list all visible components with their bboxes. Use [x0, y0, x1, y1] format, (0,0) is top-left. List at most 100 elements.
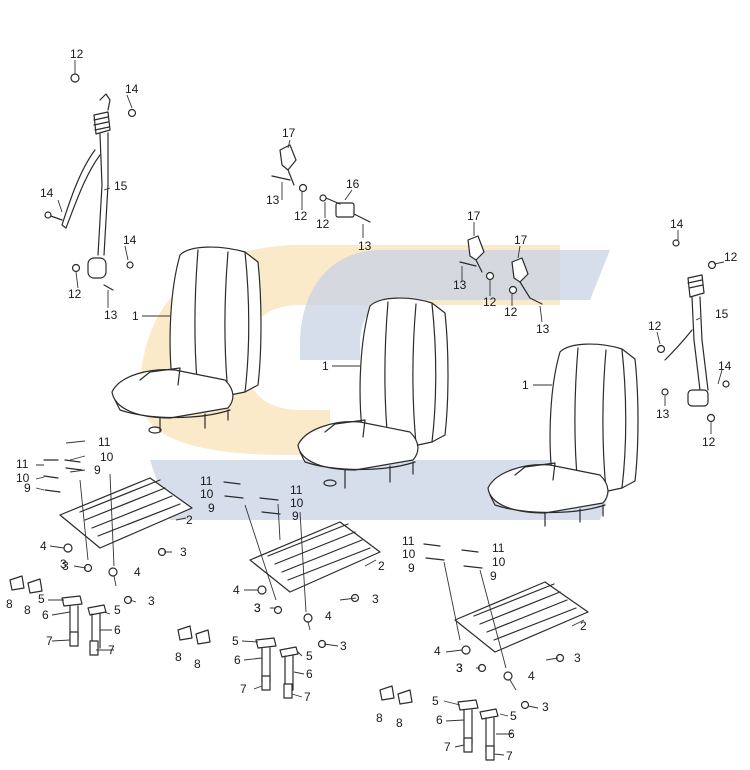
callout-16: 16 — [346, 177, 360, 191]
callout-9: 9 — [490, 569, 497, 583]
callout-4: 4 — [325, 609, 332, 623]
callout-10: 10 — [290, 496, 304, 510]
callout-17: 17 — [514, 233, 528, 247]
callout-5: 5 — [114, 603, 121, 617]
callout-5: 5 — [432, 694, 439, 708]
callout-10: 10 — [100, 450, 114, 464]
callout-2: 2 — [186, 513, 193, 527]
seat-1 — [111, 246, 262, 434]
callout-9: 9 — [208, 501, 215, 515]
callout-12: 12 — [70, 47, 84, 61]
callout-17: 17 — [282, 126, 296, 140]
callout-11: 11 — [16, 457, 29, 471]
callout-3: 3 — [456, 661, 463, 675]
callout-7: 7 — [46, 634, 53, 648]
callout-13: 13 — [104, 308, 118, 322]
buckle-set-right — [459, 235, 543, 305]
callout-14: 14 — [40, 186, 54, 200]
callout-14: 14 — [123, 233, 137, 247]
callout-4: 4 — [233, 583, 240, 597]
callout-9: 9 — [94, 463, 101, 477]
callout-3: 3 — [542, 700, 549, 714]
seat-belt-right — [656, 239, 730, 423]
callout-11: 11 — [492, 541, 505, 555]
callout-10: 10 — [16, 471, 30, 485]
callout-1: 1 — [322, 359, 329, 373]
callout-12: 12 — [504, 305, 518, 319]
callout-13: 13 — [358, 239, 372, 253]
callout-14: 14 — [670, 217, 684, 231]
rail-assembly-c — [379, 543, 589, 761]
callout-1: 1 — [132, 309, 139, 323]
callout-4: 4 — [40, 539, 47, 553]
callout-3: 3 — [180, 545, 187, 559]
callout-3: 3 — [254, 601, 261, 615]
rail-assembly-a — [9, 459, 193, 656]
callout-14: 14 — [125, 82, 139, 96]
callout-12: 12 — [724, 250, 738, 264]
seat-3 — [487, 343, 639, 527]
callout-3: 3 — [574, 651, 581, 665]
callout-6: 6 — [436, 713, 443, 727]
callout-10: 10 — [402, 547, 416, 561]
callout-7: 7 — [506, 749, 513, 763]
seat-2 — [297, 297, 449, 489]
callout-7: 7 — [304, 690, 311, 704]
callout-14: 14 — [718, 359, 732, 373]
callout-labels: 12 14 15 14 14 12 13 1 17 13 12 16 12 13… — [6, 47, 738, 763]
callout-3: 3 — [60, 557, 67, 571]
callout-13: 13 — [656, 407, 670, 421]
callout-12: 12 — [68, 287, 82, 301]
callout-6: 6 — [114, 623, 121, 637]
callout-3: 3 — [62, 559, 69, 573]
callout-13: 13 — [266, 193, 280, 207]
callout-8: 8 — [6, 597, 13, 611]
callout-1: 1 — [522, 378, 529, 392]
callout-12: 12 — [483, 295, 497, 309]
callout-9: 9 — [24, 481, 31, 495]
callout-12: 12 — [316, 217, 330, 231]
callout-8: 8 — [24, 603, 31, 617]
callout-7: 7 — [240, 682, 247, 696]
callout-17: 17 — [467, 209, 481, 223]
callout-3: 3 — [456, 661, 463, 675]
callout-12: 12 — [648, 319, 662, 333]
callout-8: 8 — [175, 650, 182, 664]
callout-2: 2 — [580, 619, 587, 633]
callout-10: 10 — [200, 487, 214, 501]
callout-5: 5 — [38, 592, 45, 606]
callout-13: 13 — [453, 278, 467, 292]
callout-3: 3 — [340, 639, 347, 653]
callout-11: 11 — [98, 435, 111, 449]
callout-3: 3 — [254, 601, 261, 615]
callout-5: 5 — [306, 649, 313, 663]
callout-2: 2 — [378, 559, 385, 573]
callout-13: 13 — [536, 322, 550, 336]
callout-12: 12 — [294, 209, 308, 223]
callout-3: 3 — [148, 594, 155, 608]
callout-11: 11 — [290, 483, 303, 497]
callout-4: 4 — [134, 565, 141, 579]
callout-9: 9 — [292, 509, 299, 523]
callout-8: 8 — [194, 657, 201, 671]
callout-7: 7 — [444, 740, 451, 754]
callout-6: 6 — [42, 608, 49, 622]
callout-4: 4 — [528, 669, 535, 683]
callout-11: 11 — [200, 474, 213, 488]
callout-6: 6 — [508, 727, 515, 741]
buckle-set-top — [271, 144, 371, 223]
callout-8: 8 — [376, 711, 383, 725]
callout-6: 6 — [234, 653, 241, 667]
seat-belt-left — [44, 73, 137, 291]
callout-10: 10 — [492, 555, 506, 569]
callout-11: 11 — [402, 534, 415, 548]
callout-9: 9 — [408, 561, 415, 575]
callout-8: 8 — [396, 716, 403, 730]
rail-assembly-b — [177, 481, 381, 699]
callout-12: 12 — [702, 435, 716, 449]
callout-6: 6 — [306, 667, 313, 681]
callout-5: 5 — [510, 709, 517, 723]
callout-15: 15 — [114, 179, 128, 193]
